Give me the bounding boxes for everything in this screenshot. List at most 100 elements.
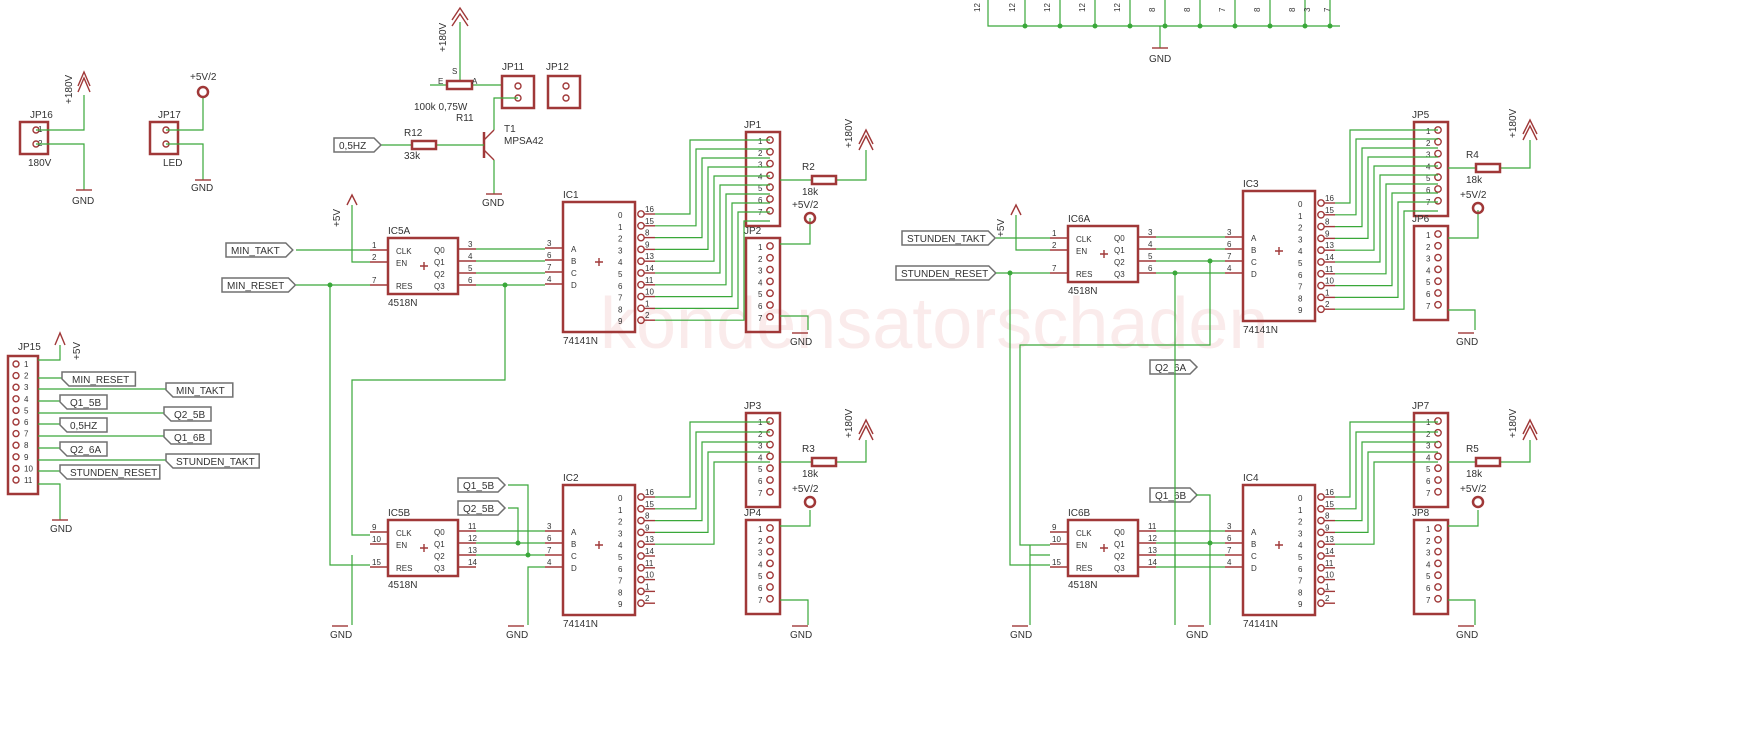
jp15-pin [12, 395, 20, 403]
connector-pin-number: 2 [758, 255, 763, 264]
connector-pin-number: 2 [758, 537, 763, 546]
top-pin-number: 12 [1043, 3, 1052, 12]
connector-pin-number: 2 [1426, 537, 1431, 546]
counter-pin-name: EN [1076, 247, 1087, 256]
counter-pin-name: EN [396, 541, 407, 550]
counter-name: IC5A [388, 226, 411, 237]
counter-pin-name: Q1 [434, 540, 445, 549]
jp15-flag: Q1_5B [59, 394, 108, 410]
top-pin-number: 12 [1113, 3, 1122, 12]
counter-pin-number: 15 [1052, 558, 1061, 567]
decoder-input-name: D [1251, 564, 1257, 573]
decoder-output-pin: 10 [1325, 277, 1334, 286]
decoder-input-pin: 6 [1227, 534, 1232, 543]
flag-stunden-reset: STUNDEN_RESET [895, 265, 997, 281]
counter-pin-number: 9 [372, 523, 377, 532]
decoder-output-name: 9 [618, 600, 623, 609]
svg-text:GND: GND [50, 524, 72, 535]
connector-pin-number: 5 [1426, 572, 1431, 581]
decoder-output-name: 9 [1298, 600, 1303, 609]
gnd-label: GND [1456, 630, 1478, 641]
decoder-output-pin: 10 [1325, 571, 1334, 580]
decoder-input-name: A [571, 528, 577, 537]
counter-pin-number: 7 [372, 276, 377, 285]
decoder-output-name: 2 [1298, 518, 1303, 527]
decoder-output-pin: 1 [645, 582, 650, 591]
jp15-pin-number: 3 [24, 383, 29, 392]
jp15-flag-text: STUNDEN_RESET [70, 468, 157, 479]
jp15-pin-number: 7 [24, 430, 29, 439]
decoder-output-pin: 9 [1325, 229, 1330, 238]
connector-pin-number: 4 [1426, 266, 1431, 275]
svg-text:100k 0,75W: 100k 0,75W [414, 102, 468, 113]
decoder-output-name: 8 [1298, 294, 1303, 303]
counter-pin-number: 15 [372, 558, 381, 567]
top-pin-number: 8 [1253, 7, 1262, 12]
connector-pin-number: 5 [758, 184, 763, 193]
jp15-pin-number: 2 [24, 372, 29, 381]
jp15-pin-number: 5 [24, 406, 29, 415]
connector-name: JP4 [744, 508, 762, 519]
jp16-name: JP16 [30, 110, 53, 121]
counter-pin-name: Q2 [434, 270, 445, 279]
decoder-output-name: 4 [618, 541, 623, 550]
jp15-flag-text: Q2_6A [70, 445, 101, 456]
jp15-flag-text: Q1_5B [70, 398, 101, 409]
counter-pin-number: 1 [1052, 229, 1057, 238]
decoder-output-name: 4 [1298, 541, 1303, 550]
flag-stunden-takt: STUNDEN_TAKT [901, 230, 997, 246]
decoder-input-pin: 7 [1227, 252, 1232, 261]
counter-pin-number: 1 [372, 241, 377, 250]
resistor-value: 18k [1466, 469, 1483, 480]
jp15-flag: Q2_6A [59, 441, 108, 457]
decoder-input-pin: 6 [547, 251, 552, 260]
decoder-input-name: B [1251, 540, 1256, 549]
decoder-name: IC4 [1243, 473, 1259, 484]
counter-part: 4518N [388, 298, 417, 309]
decoder-output-name: 3 [618, 529, 623, 538]
resistor-r11: E S A 100k 0,75W R11 +180V [414, 6, 502, 124]
gnd-label: GND [1149, 54, 1171, 65]
connector-pin-number: 6 [758, 584, 763, 593]
decoder-output-pin: 13 [645, 252, 654, 261]
svg-text:JP17: JP17 [158, 110, 181, 121]
decoder-output-name: 1 [1298, 212, 1303, 221]
decoder-input-name: A [1251, 528, 1257, 537]
jp16-value: 180V [28, 158, 52, 169]
decoder-input-name: C [571, 269, 577, 278]
decoder-output-name: 6 [618, 282, 623, 291]
resistor-r12: R12 33k [378, 128, 484, 162]
decoder-output-name: 5 [1298, 553, 1303, 562]
resistor-name: R2 [802, 162, 815, 173]
decoder-output-name: 6 [1298, 271, 1303, 280]
decoder-output-name: 2 [618, 235, 623, 244]
watermark: kondensatorschaden [600, 284, 1269, 364]
decoder-output-pin: 13 [645, 535, 654, 544]
supply-180v-label: +180V [1508, 108, 1519, 138]
counter-pin-name: Q3 [1114, 564, 1125, 573]
jp15-flag: Q2_5B [163, 406, 212, 422]
svg-text:GND: GND [191, 183, 213, 194]
gnd-label: GND [506, 630, 528, 641]
jp15-pin [12, 453, 20, 461]
decoder-output-name: 3 [1298, 529, 1303, 538]
decoder-input-name: C [571, 552, 577, 561]
decoder-output-name: 7 [1298, 283, 1303, 292]
flag-stunden-reset-text: STUNDEN_RESET [901, 269, 988, 280]
gnd-label: GND [330, 630, 352, 641]
decoder-output-name: 0 [618, 494, 623, 503]
connector-pin-number: 5 [1426, 465, 1431, 474]
counter-pin-number: 5 [468, 264, 473, 273]
decoder-output-name: 0 [618, 211, 623, 220]
decoder-output-name: 4 [618, 258, 623, 267]
top-pin-number: 8 [1148, 7, 1157, 12]
jp15-pin-number: 11 [24, 476, 33, 485]
flag-stunden-takt-text: STUNDEN_TAKT [907, 234, 986, 245]
